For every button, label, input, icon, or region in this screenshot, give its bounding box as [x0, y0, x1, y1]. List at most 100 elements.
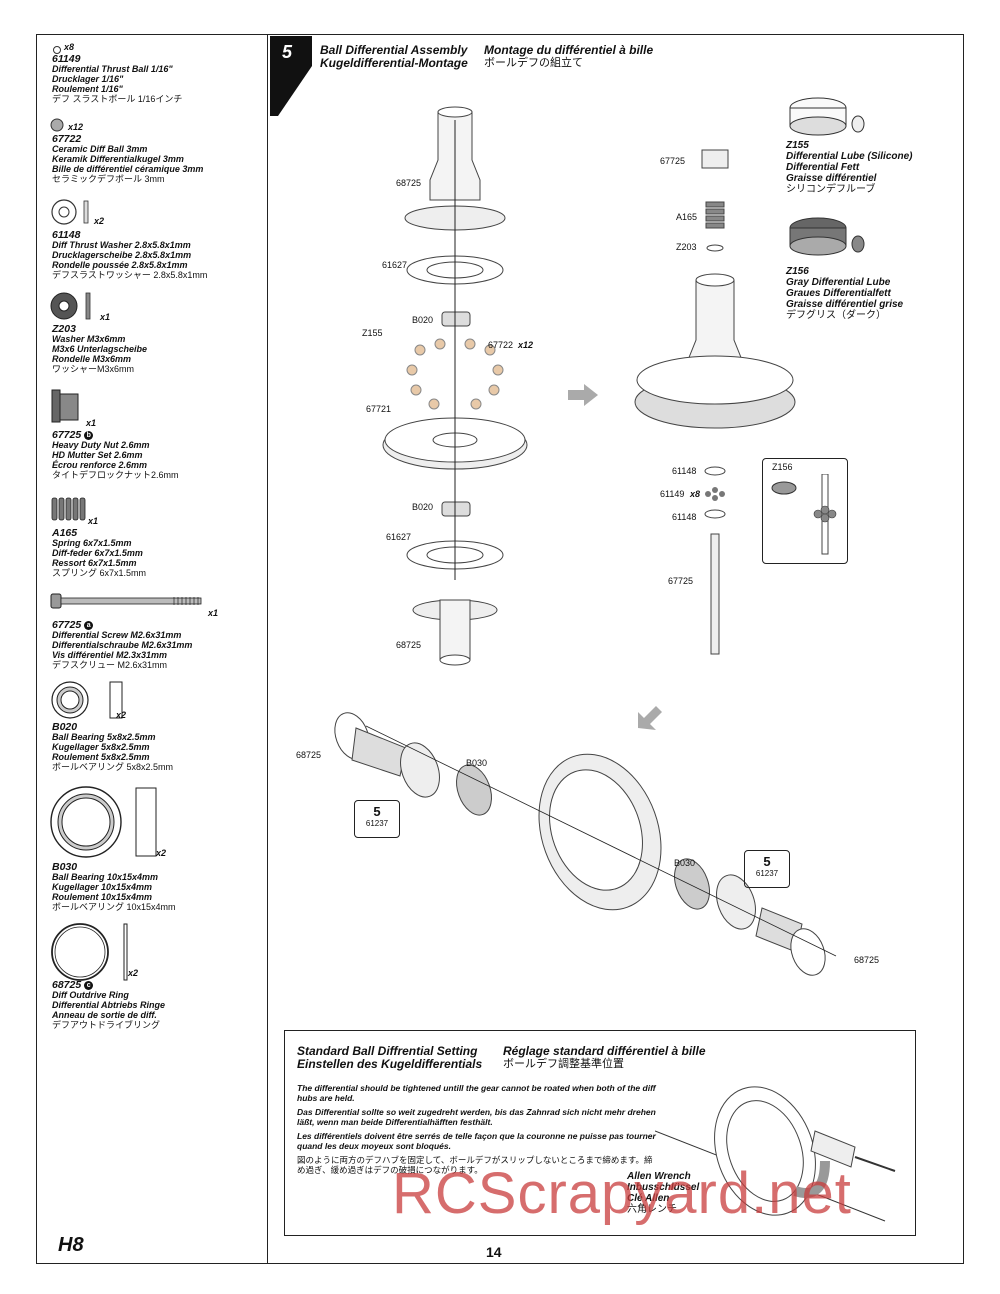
part-entry: B020 Ball Bearing 5x8x2.5mm Kugellager 5…: [52, 722, 173, 772]
wrench-label: Allen Wrench Inbusschlüssel Clé Allen 六角…: [627, 1171, 727, 1215]
part-desc: Drucklagerscheibe 2.8x5.8x1mm: [52, 250, 192, 260]
label-b020: B020: [412, 315, 434, 325]
ref-pn: 61237: [365, 819, 389, 828]
part-number: 67722: [52, 133, 82, 145]
page-frame: [36, 34, 964, 1264]
part-number: 61149: [52, 53, 81, 65]
lube-desc-jp: デフグリス（ダーク）: [786, 310, 886, 321]
wrench-de: Inbusschlüssel: [627, 1182, 700, 1193]
part-desc: Differential Screw M2.6x31mm: [52, 630, 182, 640]
label-61627: 61627: [382, 260, 408, 270]
part-desc-jp: デフ スラストボール 1/16インチ: [52, 94, 183, 104]
part-desc: Anneau de sortie de diff.: [52, 1010, 157, 1020]
part-desc: Washer M3x6mm: [52, 334, 126, 344]
qty: x12: [68, 122, 84, 132]
setting-text-fr: Les différentiels doivent être serrés de…: [297, 1131, 656, 1151]
part-desc: Roulement 5x8x2.5mm: [52, 752, 150, 762]
step-number: 5: [282, 42, 293, 62]
part-number: B030: [52, 861, 78, 873]
label-z203: Z203: [676, 242, 697, 252]
part-desc-jp: スプリング 6x7x1.5mm: [52, 568, 147, 578]
qty: x2: [128, 968, 139, 978]
part-desc-jp: デフスラストワッシャー 2.8x5.8x1mm: [52, 270, 208, 280]
part-desc: Ceramic Diff Ball 3mm: [52, 144, 148, 154]
qty: x2: [116, 710, 127, 720]
spring-icon: [50, 496, 90, 527]
label-b020-2: B020: [412, 502, 434, 512]
label-68725-left: 68725: [296, 750, 321, 760]
ref-pn: 61237: [755, 869, 779, 878]
part-desc: Drucklager 1/16": [52, 74, 124, 84]
part-badge: c: [84, 980, 94, 990]
setting-text-de: Das Differential sollte so weit zugedreh…: [297, 1107, 656, 1127]
label-68725: 68725: [396, 178, 422, 188]
label-67722-qty: x12: [518, 340, 534, 350]
part-entry: Z203 Washer M3x6mm M3x6 Unterlagscheibe …: [52, 324, 147, 374]
part-desc: Diff Thrust Washer 2.8x5.8x1mm: [52, 240, 191, 250]
assembled-diagram-right: [634, 149, 796, 655]
part-desc: Rondelle poussée 2.8x5.8x1mm: [52, 260, 188, 270]
lube-desc-jp: シリコンデフルーブ: [786, 184, 876, 195]
setting-title-de: Einstellen des Kugeldifferentials: [297, 1057, 483, 1071]
part-desc-jp: ワッシャーM3x6mm: [52, 364, 135, 374]
step-title-fr: Montage du différentiel à bille: [484, 43, 654, 57]
setting-box: Standard Ball Diffrential Setting Einste…: [284, 1030, 916, 1236]
part-desc: Kugellager 5x8x2.5mm: [52, 742, 150, 752]
label-61148-2: 61148: [672, 512, 697, 522]
part-desc: Écrou renforce 2.6mm: [52, 460, 148, 470]
qty: x1: [100, 312, 111, 322]
part-entry: 61148 Diff Thrust Washer 2.8x5.8x1mm Dru…: [52, 230, 207, 280]
z156-inset: [762, 458, 848, 564]
step-number-tab: 5: [270, 36, 312, 116]
qty: x1: [88, 516, 99, 526]
qty: x8: [64, 42, 75, 52]
part-entry: 67722 Ceramic Diff Ball 3mm Keramik Diff…: [52, 134, 203, 184]
part-number: B020: [52, 721, 78, 733]
bearing-small-icon: [50, 680, 140, 725]
part-number-text: 67725: [52, 619, 82, 631]
part-desc-jp: ボールベアリング 10x15x4mm: [52, 902, 176, 912]
part-desc: Bille de différentiel céramique 3mm: [52, 164, 204, 174]
label-61627-2: 61627: [386, 532, 412, 542]
part-number: 61148: [52, 229, 81, 241]
lube-gray-icon: [789, 217, 865, 256]
part-desc-jp: セラミックデフボール 3mm: [52, 174, 165, 184]
lube-z156: Z156 Gray Differential Lube Graues Diffe…: [786, 266, 903, 321]
part-desc: Roulement 1/16": [52, 84, 123, 94]
lube-desc: Graues Differentialfett: [786, 288, 891, 299]
label-67725-screw: 67725: [668, 576, 694, 586]
diff-screw-icon: [50, 592, 210, 615]
wrench-en: Allen Wrench: [627, 1171, 691, 1182]
final-assembly-diagram: [334, 712, 837, 976]
part-desc: Heavy Duty Nut 2.6mm: [52, 440, 150, 450]
washer-icon: [50, 290, 100, 327]
part-desc: Keramik Differentialkugel 3mm: [52, 154, 184, 164]
step-title-jp: ボールデフの組立て: [484, 57, 583, 69]
label-68725-right: 68725: [854, 955, 879, 965]
setting-title-en: Standard Ball Diffrential Setting: [297, 1044, 478, 1058]
part-desc-jp: デフアウトドライブリング: [52, 1020, 161, 1030]
label-61149: 61149: [660, 489, 685, 499]
exploded-diagram-left: [382, 106, 528, 666]
lube-pn: Z155: [786, 140, 809, 151]
part-desc: M3x6 Unterlagscheibe: [52, 344, 148, 354]
part-desc: Diff Outdrive Ring: [52, 990, 129, 1000]
z156-inset-drawing: [771, 474, 837, 555]
part-entry: 61149 Differential Thrust Ball 1/16" Dru…: [52, 54, 182, 104]
label-z156: Z156: [772, 462, 793, 472]
arrow-down-left-icon: [638, 706, 662, 730]
part-number-text: 67725: [52, 429, 82, 441]
part-number: A165: [52, 527, 78, 539]
part-desc-jp: タイトデフロックナット2.6mm: [52, 470, 179, 480]
bearing-large-icon: [50, 784, 160, 865]
label-67725-nut: 67725: [660, 156, 686, 166]
part-badge: a: [84, 620, 94, 630]
part-desc-jp: デフスクリュー M2.6x31mm: [52, 660, 168, 670]
setting-title-jp: ボールデフ調整基準位置: [503, 1058, 624, 1070]
qty: x2: [156, 848, 167, 858]
label-67722: 67722: [488, 340, 514, 350]
part-desc: Ressort 6x7x1.5mm: [52, 558, 137, 568]
